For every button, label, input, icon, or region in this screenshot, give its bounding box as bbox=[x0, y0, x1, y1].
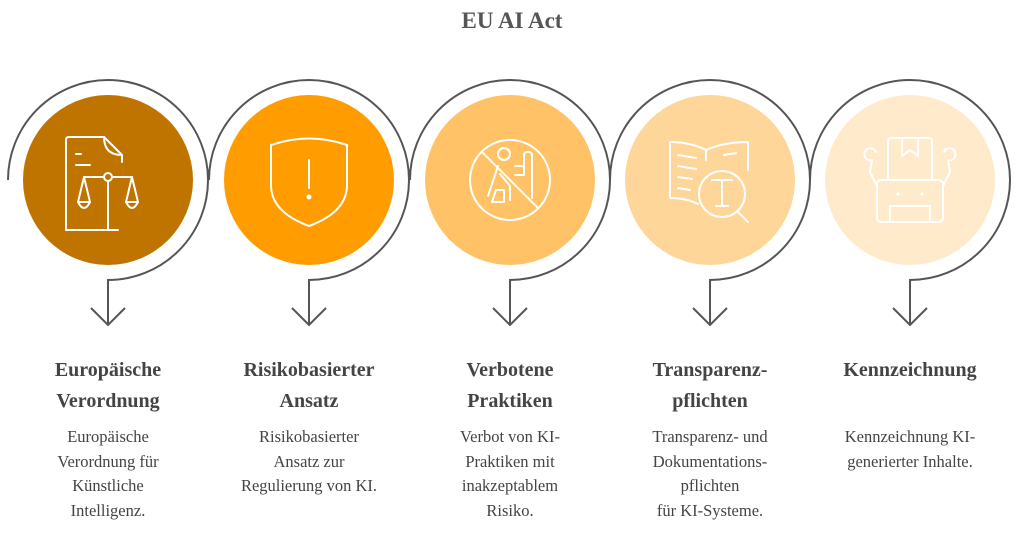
diagram-title: EU AI Act bbox=[461, 8, 563, 33]
document-scales-icon bbox=[65, 136, 139, 231]
step-1 bbox=[7, 79, 209, 327]
description-line: Regulierung von KI. bbox=[240, 476, 378, 495]
description-line: Verordnung für bbox=[57, 451, 159, 471]
heading-line: Risikobasierter bbox=[243, 359, 375, 381]
arrowhead bbox=[492, 307, 528, 327]
arrowhead bbox=[892, 307, 928, 327]
step-2 bbox=[208, 79, 410, 327]
description-line: Ansatz zur bbox=[273, 451, 345, 471]
flow-arc-arrow bbox=[809, 79, 1011, 325]
robot-package-icon bbox=[863, 137, 957, 223]
step-heading: Kennzeichnung bbox=[810, 355, 1010, 386]
heading-line: Verbotene bbox=[466, 359, 554, 381]
description-line: Kennzeichnung KI- bbox=[844, 427, 976, 446]
heading-line: Kennzeichnung bbox=[843, 359, 977, 381]
book-magnifier-icon bbox=[669, 141, 749, 223]
description-line: generierter Inhalte. bbox=[847, 451, 973, 471]
step-description: Kennzeichnung KI-generierter Inhalte. bbox=[810, 425, 1010, 474]
step-5 bbox=[809, 79, 1011, 327]
heading-line: pflichten bbox=[672, 390, 748, 412]
arrowhead bbox=[692, 307, 728, 327]
flow-arc-arrow bbox=[609, 79, 811, 325]
description-line: pflichten bbox=[680, 476, 740, 495]
description-line: Transparenz- und bbox=[652, 427, 768, 446]
heading-line: Verordnung bbox=[56, 390, 160, 412]
step-circle bbox=[625, 95, 795, 265]
description-line: Risiko. bbox=[486, 500, 534, 520]
heading-line: Transparenz- bbox=[652, 359, 768, 381]
step-3 bbox=[409, 79, 611, 327]
step-heading: Transparenz-pflichten bbox=[610, 355, 810, 417]
shield-warning-icon bbox=[270, 137, 348, 227]
description-line: inakzeptablem bbox=[461, 476, 559, 495]
heading-line: Praktiken bbox=[467, 390, 553, 412]
description-line: Verbot von KI- bbox=[460, 427, 560, 446]
prohibited-person-icon bbox=[469, 139, 551, 221]
arrowhead bbox=[90, 307, 126, 327]
description-line: Künstliche bbox=[72, 476, 144, 495]
flow-arc-arrow bbox=[208, 79, 410, 325]
description-line: Intelligenz. bbox=[70, 500, 146, 520]
description-line: Risikobasierter bbox=[259, 427, 359, 446]
flow-arc-arrow bbox=[409, 79, 611, 325]
arrowhead bbox=[291, 307, 327, 327]
heading-line: Europäische bbox=[54, 359, 162, 381]
flow-arc-arrow bbox=[7, 79, 209, 325]
heading-line: Ansatz bbox=[279, 390, 339, 412]
description-line: für KI-Systeme. bbox=[656, 500, 764, 520]
step-description: Verbot von KI- Praktiken mit inakzeptablem… bbox=[410, 425, 610, 523]
step-4 bbox=[609, 79, 811, 327]
description-line: Praktiken mit bbox=[465, 451, 555, 471]
description-line: Europäische bbox=[67, 427, 149, 446]
description-line: Dokumentations- bbox=[652, 451, 768, 471]
